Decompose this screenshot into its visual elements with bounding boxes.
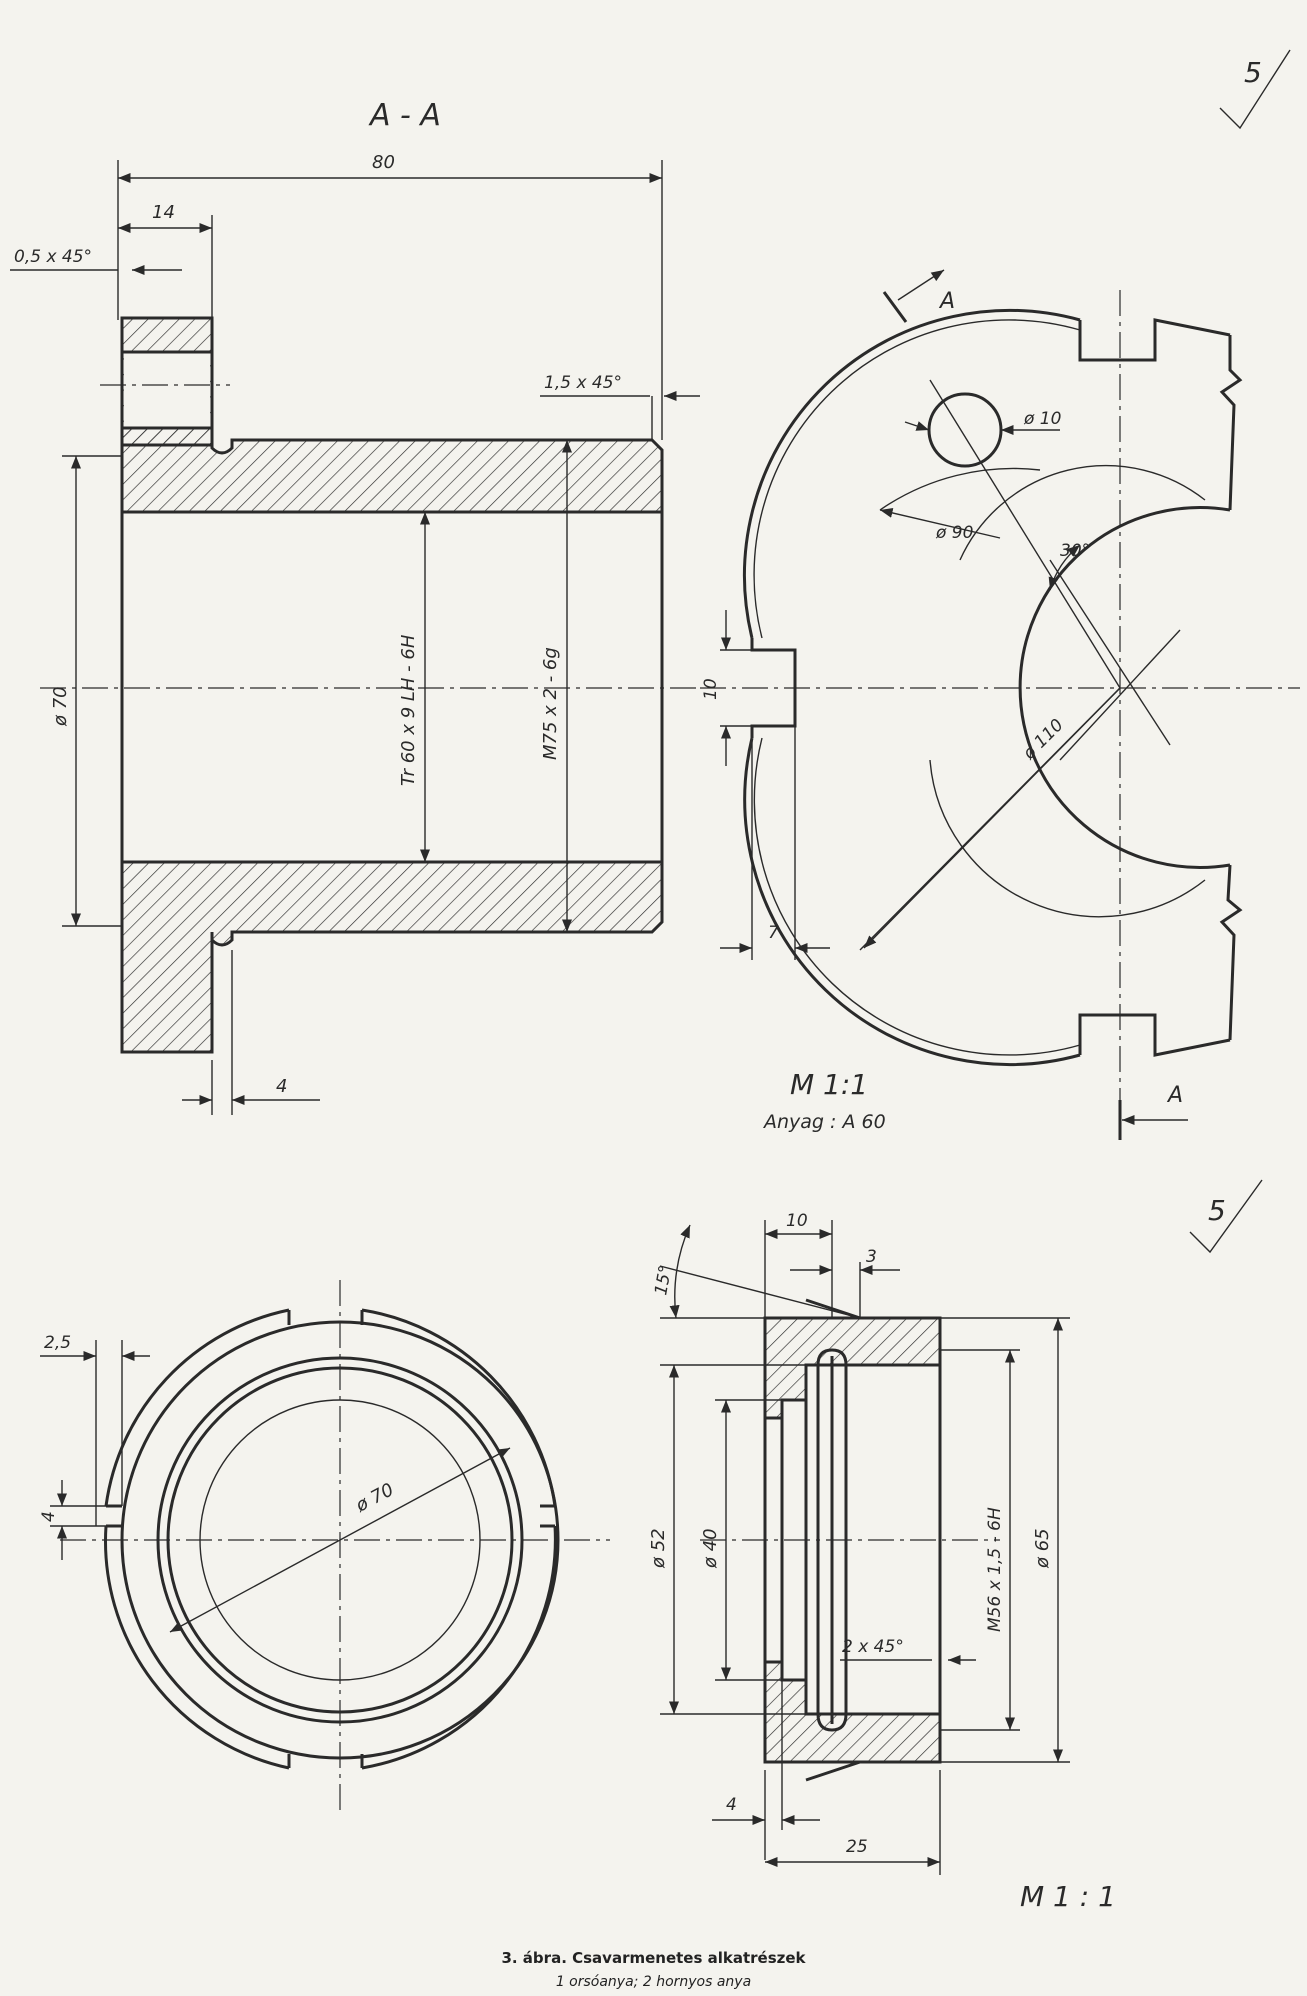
dim-diam-52: ø 52 — [648, 1528, 669, 1569]
dim-80: 80 — [372, 152, 395, 173]
dim-notch-depth: 4 — [39, 1511, 59, 1522]
svg-text:5: 5 — [1208, 1194, 1226, 1227]
dim-hole: ø 10 — [1023, 409, 1061, 429]
wall-top — [120, 426, 664, 514]
dim-slot: 10 — [701, 678, 721, 700]
dim-outer-diam: ø 70 — [50, 686, 71, 727]
dim-chamfer-left: 0,5 x 45° — [14, 247, 92, 267]
cut-label-top: A — [938, 289, 955, 314]
surface-mark-top: 5 — [1219, 49, 1291, 130]
dim-14: 14 — [152, 202, 175, 223]
dim-width-top: 10 — [786, 1211, 808, 1231]
outer-arc — [743, 308, 1081, 639]
cut-label-bottom: A — [1166, 1083, 1183, 1108]
material: Anyag : A 60 — [762, 1111, 886, 1133]
dim-thread-bottom: M56 x 1,5 - 6H — [985, 1507, 1005, 1632]
wall-bottom — [120, 860, 664, 1054]
dim-diam-65: ø 65 — [1032, 1528, 1053, 1569]
section-view-top: 80 14 0,5 x 45° 1,5 x 45° ø 70 Tr 60 x 9… — [10, 152, 700, 1115]
figure-title: 3. ábra. Csavarmenetes alkatrészek — [501, 1949, 806, 1967]
dim-diam-40: ø 40 — [700, 1528, 721, 1569]
scale-top: M 1:1 — [790, 1068, 868, 1101]
scale-bottom: M 1 : 1 — [1020, 1880, 1116, 1913]
end-view-top: ø 90 ø 10 30° ø 110 10 7 A A M 1:1 Anyag… — [700, 269, 1300, 1140]
surface-mark-bottom: 5 — [1189, 1179, 1263, 1254]
section-label: A - A — [368, 98, 441, 133]
front-view-bottom: ø 70 2,5 4 — [39, 1280, 610, 1810]
dim-slot-depth: 7 — [768, 923, 779, 943]
dim-total-width: 25 — [846, 1837, 868, 1857]
dim-outer-circle: ø 110 — [1019, 715, 1068, 764]
figure-subtitle: 1 orsóanya; 2 hornyos anya — [555, 1974, 752, 1990]
dim-chamfer-right: 1,5 x 45° — [544, 373, 622, 393]
dim-angle: 30° — [1060, 541, 1090, 561]
dim-depth-small: 4 — [726, 1795, 737, 1815]
dim-chamfer-bottom: 2 x 45° — [842, 1637, 904, 1657]
svg-text:5: 5 — [1244, 56, 1262, 89]
bolt-hole — [927, 392, 1003, 468]
inner-arc — [1018, 506, 1231, 869]
side-section-bottom: 10 3 15° ø 52 ø 40 M56 x 1,5 - 6H ø 65 2… — [648, 1211, 1116, 1913]
dim-thread-outer: M75 x 2 - 6g — [540, 647, 561, 760]
dim-groove: 4 — [276, 1076, 287, 1097]
dim-notch-width: 2,5 — [44, 1333, 71, 1353]
dim-thread-inner: Tr 60 x 9 LH - 6H — [398, 634, 419, 786]
dim-chamfer-top: 3 — [866, 1247, 877, 1267]
dim-front-diam: ø 70 — [352, 1479, 398, 1517]
dim-angle-bottom: 15° — [651, 1264, 676, 1297]
dim-bolt-circle: ø 90 — [935, 523, 973, 543]
